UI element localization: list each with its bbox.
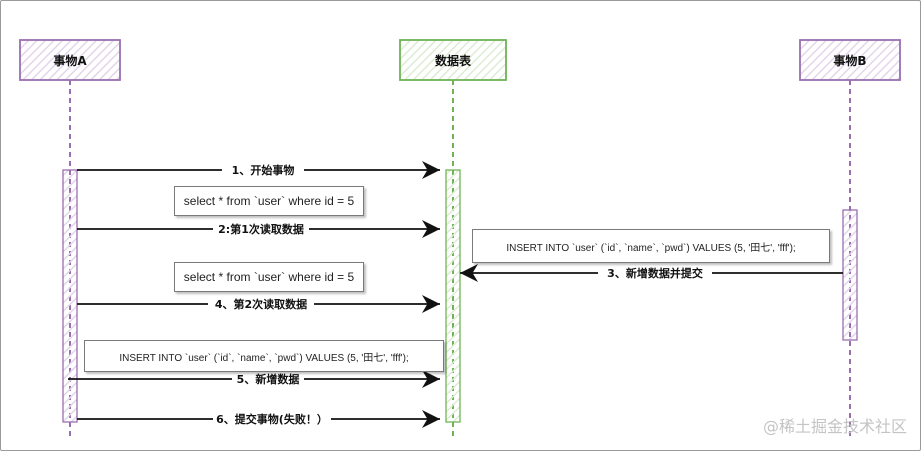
message-2-label: 2:第1次读取数据: [218, 222, 304, 236]
message-4: 4、第2次读取数据: [77, 295, 440, 313]
note-insert-b: INSERT INTO `user` (`id`, `name`, `pwd`)…: [472, 229, 830, 263]
message-6: 6、提交事物(失败！）: [77, 410, 440, 428]
activation-a: [62, 169, 78, 423]
message-1: 1、开始事物: [77, 161, 440, 179]
message-3-label: 3、新增数据并提交: [607, 266, 703, 280]
message-2: 2:第1次读取数据: [77, 220, 440, 238]
actor-b-label: 事物B: [833, 53, 866, 68]
note-insert-a: INSERT INTO `user` (`id`, `name`, `pwd`)…: [84, 340, 444, 372]
watermark: @稀土掘金技术社区: [762, 417, 907, 436]
message-6-label: 6、提交事物(失败！）: [216, 412, 328, 426]
message-3: 3、新增数据并提交: [460, 264, 843, 282]
activation-table: [445, 169, 461, 423]
actor-table-box: 数据表: [399, 39, 507, 81]
actor-a-box: 事物A: [19, 39, 121, 81]
note-select-1: select * from `user` where id = 5: [174, 186, 364, 216]
actor-table-label: 数据表: [435, 53, 472, 68]
message-5: 5、新增数据: [68, 370, 440, 388]
message-1-label: 1、开始事物: [232, 163, 295, 177]
actor-b-box: 事物B: [799, 39, 901, 81]
actor-a-label: 事物A: [53, 53, 87, 68]
message-4-label: 4、第2次读取数据: [215, 297, 307, 311]
activation-b: [842, 209, 858, 341]
note-select-2: select * from `user` where id = 5: [174, 262, 364, 292]
message-5-label: 5、新增数据: [237, 372, 300, 386]
